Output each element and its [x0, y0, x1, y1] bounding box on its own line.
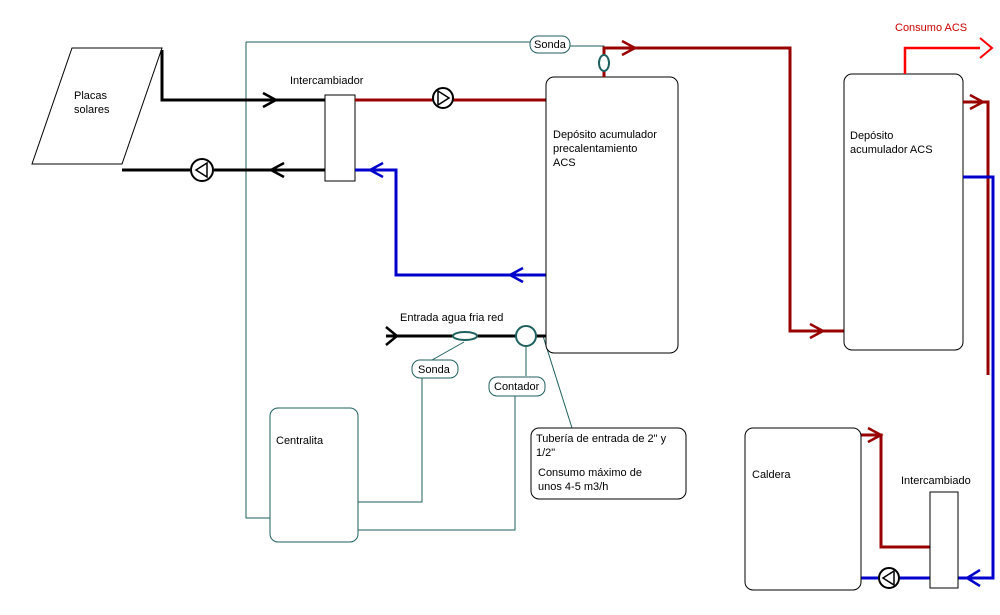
deposito-acs-line1: Depósito — [850, 130, 893, 142]
solar-panel-shape — [31, 47, 163, 165]
intercambiador-box — [324, 94, 356, 182]
caldera-hot-arrow — [867, 426, 884, 444]
cold-return-pipe — [355, 168, 546, 277]
deposito-acs — [843, 73, 964, 351]
cold-return-arrow-2 — [367, 161, 384, 179]
deposito-pre-line2: precalentamiento — [553, 143, 637, 155]
caldera-box — [744, 427, 862, 591]
note-line-1: Tubería de entrada de 2" y — [536, 433, 667, 445]
intercambiado-label: Intercambiado — [901, 475, 971, 487]
consumo-arrow — [979, 37, 994, 59]
caldera-hot-pipe — [860, 433, 930, 549]
note-line-2: 1/2" — [536, 447, 555, 459]
sonda-top-label: Sonda — [534, 39, 567, 51]
deposito-pre-line3: ACS — [553, 157, 576, 169]
sonda-top-sensor — [598, 54, 610, 72]
placas-label-1: Placas — [74, 90, 108, 102]
cold-return-arrow-1 — [507, 266, 524, 284]
entrada-label: Entrada agua fria red — [400, 312, 503, 324]
hot-arrow-top — [621, 39, 638, 57]
note-box — [530, 427, 687, 500]
contador-tag — [488, 376, 546, 397]
control-wiring — [245, 41, 605, 531]
solar-supply-arrow — [262, 91, 279, 109]
intercambiado-box — [929, 491, 959, 589]
boiler-pump-icon — [878, 567, 900, 589]
note-line-4: unos 4-5 m3/h — [538, 481, 608, 493]
sonda-bottom-tag — [411, 359, 459, 379]
placas-label-2: solares — [74, 104, 110, 116]
note-line-3: Consumo máximo de — [538, 467, 642, 479]
deposito-pre-line1: Depósito acumulador — [553, 129, 657, 141]
deposito-acs-line2: acumulador ACS — [850, 144, 933, 156]
solar-return-arrow — [268, 161, 285, 179]
caldera-label: Caldera — [752, 469, 791, 481]
intercambiador-label: Intercambiador — [290, 75, 364, 87]
entrada-arrow — [385, 326, 399, 346]
contador-label: Contador — [494, 381, 540, 393]
sonda-bottom-sensor — [452, 331, 478, 341]
solar-pump-icon — [190, 158, 214, 182]
deposito-precalentamiento — [545, 76, 679, 354]
hot-arrow-acs-in — [809, 322, 826, 340]
pump-right-icon — [432, 87, 454, 109]
boiler-hot-pipe — [963, 100, 990, 375]
boiler-cold-pipe — [958, 175, 995, 580]
consumo-acs-pipe — [903, 46, 980, 74]
sonda-bottom-label: Sonda — [418, 364, 451, 376]
boiler-hot-arrow — [969, 93, 986, 111]
centralita-box — [269, 407, 359, 543]
boiler-cold-arrow — [964, 568, 981, 588]
contador-meter — [515, 325, 537, 347]
sonda-top-tag — [529, 35, 571, 54]
consumo-acs-label: Consumo ACS — [895, 22, 967, 34]
centralita-label: Centralita — [276, 435, 324, 447]
